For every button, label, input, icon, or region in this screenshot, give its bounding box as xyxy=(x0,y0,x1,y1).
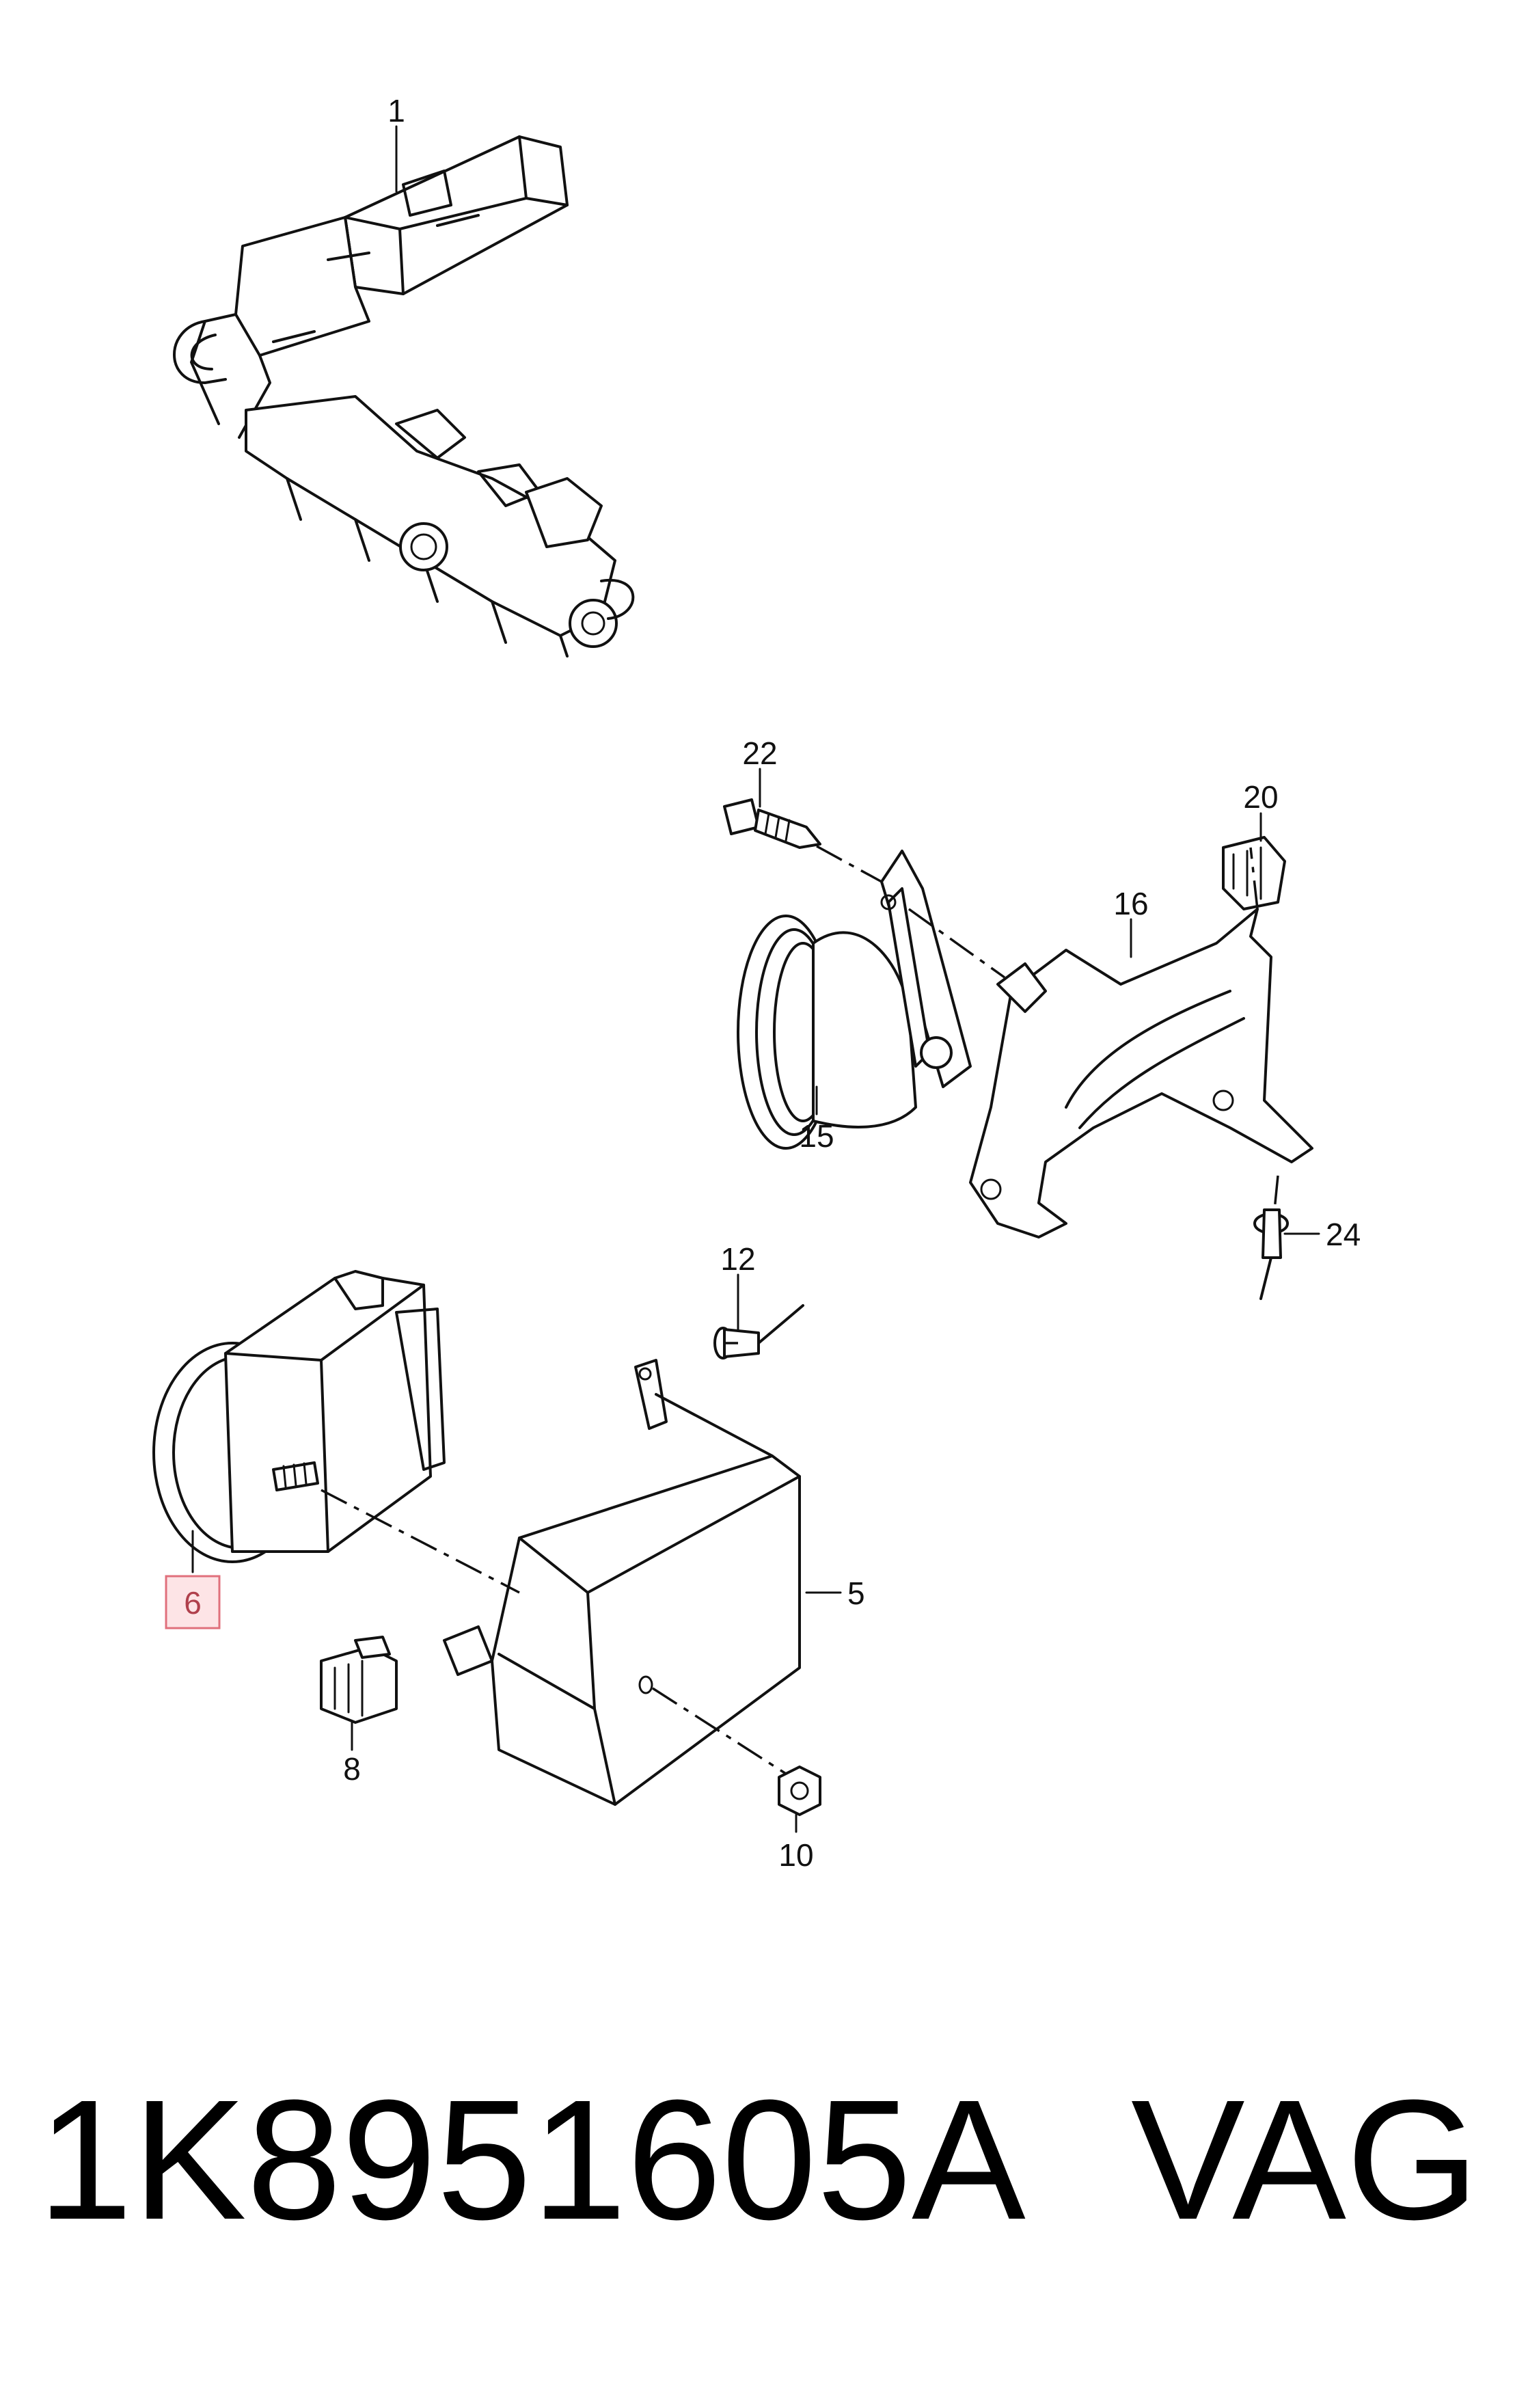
callout-12[interactable]: 12 xyxy=(720,1241,755,1277)
callout-1[interactable]: 1 xyxy=(387,93,405,128)
part-24-rivet xyxy=(1253,1208,1289,1300)
part-6-horn xyxy=(152,1270,446,1563)
brand-name: VAG xyxy=(1131,2064,1480,2255)
callout-6-highlight-box xyxy=(165,1575,221,1629)
callout-5[interactable]: 5 xyxy=(847,1575,865,1611)
part-5-horn-cover xyxy=(443,1359,801,1806)
callout-15[interactable]: 15 xyxy=(799,1118,834,1154)
part-number: 1K8951605A xyxy=(38,2064,1026,2255)
callout-10[interactable]: 10 xyxy=(778,1837,813,1873)
part-16-bracket xyxy=(969,908,1313,1239)
part-20-clip xyxy=(1222,836,1286,910)
assembly-lines xyxy=(321,845,1279,1775)
part-22-bolt xyxy=(723,798,821,849)
part-15-horn-bracket xyxy=(737,850,972,1150)
part-8-connector xyxy=(320,1636,398,1724)
callout-6[interactable]: 6 xyxy=(184,1585,202,1621)
callout-leaders xyxy=(191,125,1320,1833)
part-12-rivet xyxy=(713,1304,804,1359)
callout-20[interactable]: 20 xyxy=(1243,779,1278,815)
callout-8[interactable]: 8 xyxy=(343,1751,361,1787)
callout-24[interactable]: 24 xyxy=(1326,1217,1361,1252)
part-1-relay-carrier xyxy=(173,135,635,658)
callout-labels: 1 22 20 16 15 24 12 5 6 8 10 xyxy=(184,93,1361,1873)
callout-22[interactable]: 22 xyxy=(742,735,777,771)
part-10-nut xyxy=(778,1766,821,1816)
callout-16[interactable]: 16 xyxy=(1113,886,1148,921)
